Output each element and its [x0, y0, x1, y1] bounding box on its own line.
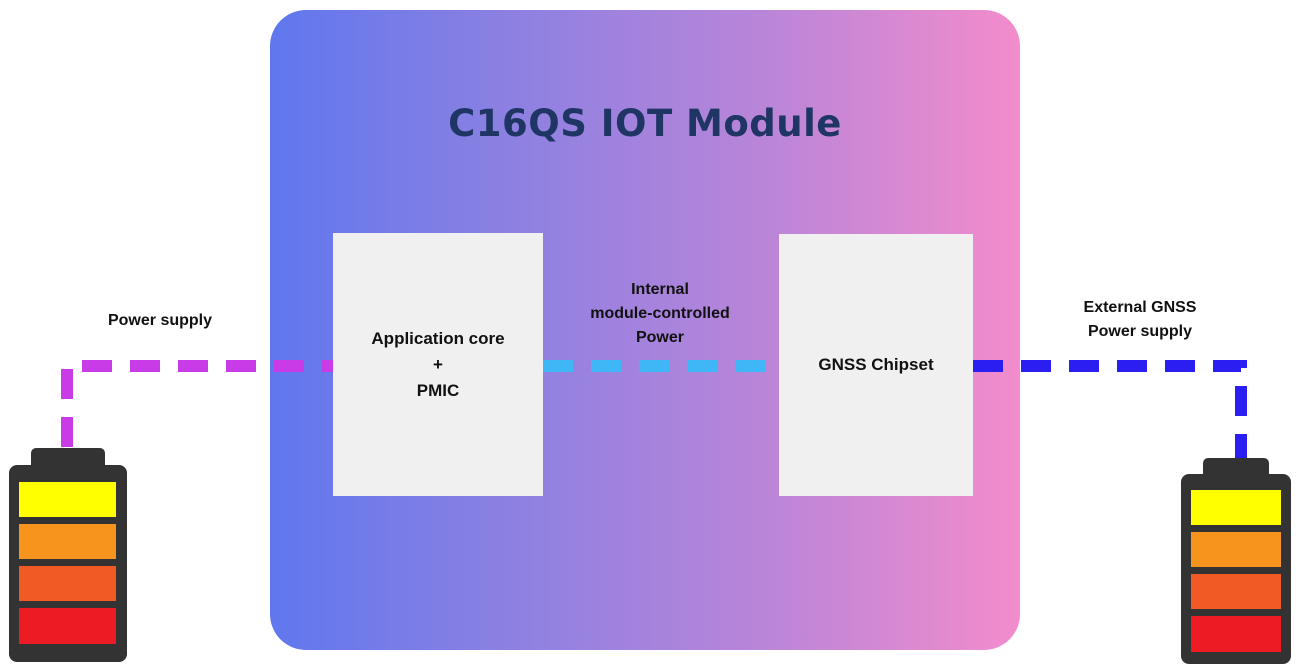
power-supply-label: Power supply: [107, 312, 213, 329]
module-title: C16QS IOT Module: [448, 102, 842, 145]
external-gnss-power-line: [973, 360, 1247, 458]
internal-power-label: Internal module-controlled Power: [590, 281, 730, 346]
battery-right-icon: [1181, 458, 1291, 664]
gnss-chipset-block: GNSS Chipset: [779, 234, 973, 496]
gnss-chipset-label: GNSS Chipset: [818, 355, 934, 374]
application-core-label: Application core + PMIC: [371, 328, 505, 400]
power-supply-line: [61, 360, 333, 447]
external-gnss-power-label: External GNSS Power supply: [1083, 299, 1197, 340]
battery-left-icon: [9, 448, 127, 662]
application-core-block: Application core + PMIC: [333, 233, 543, 496]
